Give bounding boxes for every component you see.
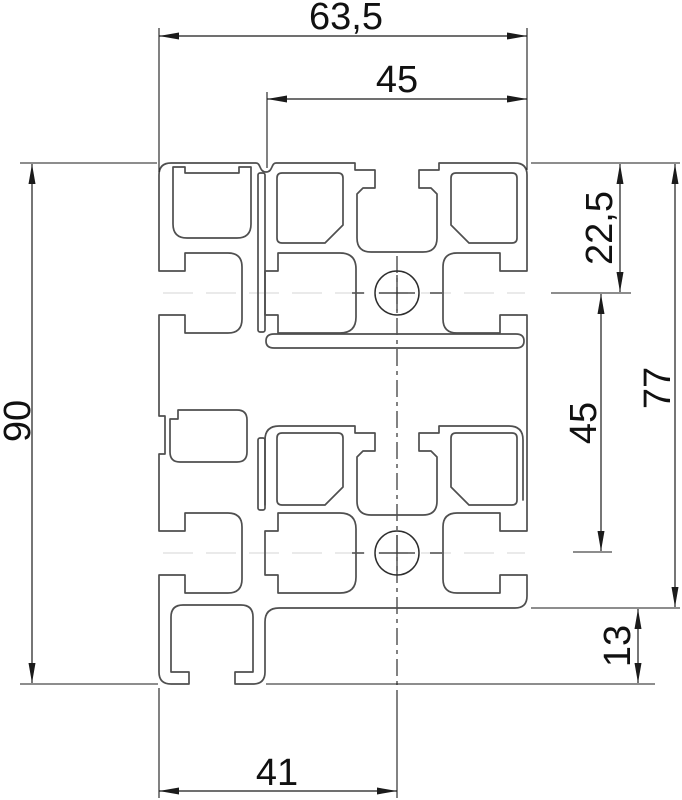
- arrow-right-icon: [507, 32, 527, 40]
- arrow-down-icon: [28, 663, 36, 683]
- arrow-right-icon: [507, 95, 527, 103]
- dimension-22-5: 22,5: [579, 164, 624, 292]
- dimension-63-5: 63,5: [159, 0, 527, 40]
- dim-label-slot-section-width: 45: [376, 59, 418, 101]
- arrow-left-icon: [159, 32, 179, 40]
- crosshair-bottom-icon: [379, 535, 415, 571]
- dimension-77: 77: [637, 164, 679, 607]
- arrow-up-icon: [671, 164, 679, 184]
- dimension-41: 41: [159, 752, 397, 795]
- dimension-45-top: 45: [267, 59, 527, 103]
- seam-channel-upper: [257, 172, 266, 333]
- dim-label-first-hole-offset: 22,5: [579, 191, 621, 265]
- arrow-left-icon: [267, 95, 287, 103]
- centerline-hole-dashes: [352, 292, 442, 554]
- arrow-up-icon: [597, 294, 605, 314]
- hole-bottom: [374, 530, 420, 576]
- arrow-down-icon: [634, 663, 642, 683]
- seam-channel-lower: [257, 437, 266, 511]
- arrow-right-icon: [377, 787, 397, 795]
- merge-chamber: [265, 333, 525, 349]
- arrow-up-icon: [28, 164, 36, 184]
- arrow-left-icon: [159, 787, 179, 795]
- inner-tslot-cavity-band2: [264, 512, 357, 594]
- hole-top: [374, 270, 420, 316]
- centerlines: [163, 256, 525, 798]
- dim-label-hole-axis: 41: [256, 752, 298, 794]
- dim-label-overall-height: 90: [0, 400, 39, 442]
- dimension-13: 13: [597, 609, 642, 683]
- crosshair-top-icon: [379, 275, 415, 311]
- inner-tslot-cavity-band1: [264, 252, 357, 334]
- square-cavity-bottom-left: [276, 432, 344, 506]
- square-cavity-bottom-right: [450, 432, 518, 506]
- closed-chamber-top-left: [172, 166, 252, 239]
- dimension-90: 90: [0, 164, 39, 683]
- dim-label-stepped-height: 77: [637, 367, 679, 409]
- arrow-down-icon: [671, 587, 679, 607]
- arrow-up-icon: [616, 164, 624, 184]
- arrow-down-icon: [616, 272, 624, 292]
- arrow-up-icon: [634, 609, 642, 629]
- arrow-down-icon: [597, 531, 605, 551]
- dimension-45-right: 45: [563, 294, 605, 551]
- square-cavity-top-right: [450, 172, 518, 244]
- module2-top-boundary: [264, 425, 524, 516]
- dim-label-overall-width: 63,5: [309, 0, 383, 38]
- profile-geometry: [158, 162, 528, 685]
- dim-label-bottom-step: 13: [597, 625, 639, 667]
- left-column-mid-chamber: [169, 409, 248, 463]
- square-cavity-top-left: [276, 172, 344, 244]
- profile-outer-contour: [158, 162, 528, 685]
- dim-label-hole-spacing: 45: [563, 402, 605, 444]
